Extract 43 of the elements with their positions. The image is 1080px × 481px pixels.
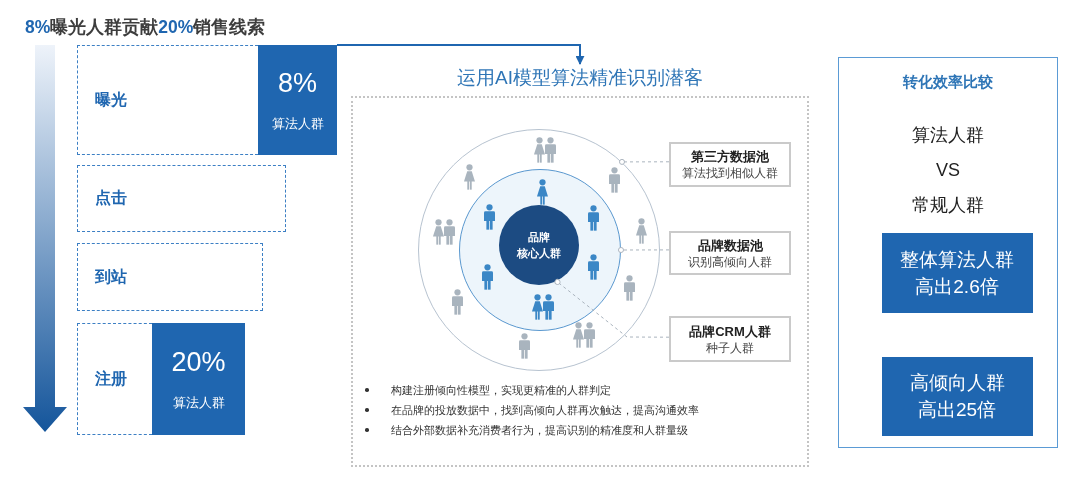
comparison-text: 算法人群 [912,124,984,147]
callout-title: 品牌数据池 [697,236,763,254]
leader-line [554,279,670,338]
stat-box [258,45,337,155]
callout-title: 品牌CRM人群 [689,322,771,340]
stat-value: 8% [278,67,317,98]
result-box [881,232,1033,313]
stat-caption: 算法人群 [271,114,324,133]
arrow [336,44,585,65]
stat-box [152,323,245,435]
bullet-item: 在品牌的投放数据中，找到高倾向人群再次触达，提高沟通效率 [365,400,699,420]
circle-label: 核心人群 [517,246,561,260]
bullet-item: 构建注册倾向性模型，实现更精准的人群判定 [365,380,611,400]
result-text: 整体算法人群高出2.6倍 [899,247,1015,299]
leader-line [619,158,670,165]
bullet-item: 结合外部数据补充消费者行为，提高识别的精准度和人群量级 [365,420,688,440]
stage-label: 注册 [95,368,127,389]
result-text: 高倾向人群高出25倍 [908,371,1006,422]
comparison-panel [838,57,1058,448]
callout-text: 识别高倾向人群 [688,253,772,270]
callout-text: 算法找到相似人群 [682,165,778,181]
callout-title: 第三方数据池 [691,148,769,165]
circle-label: 品牌 [528,230,550,244]
callout-box [669,316,791,362]
panel-title: 转化效率比较 [903,73,993,92]
leader-line [618,247,670,253]
stage-box [77,243,263,311]
panel-title: 运用AI模型算法精准识别潜客 [456,66,704,90]
stage-box [77,165,286,232]
page-title: 8%曝光人群贡献20%销售线索 [25,16,266,39]
callout-text: 种子人群 [706,339,754,356]
stage-box [77,323,152,435]
callout-box [669,231,791,275]
stage-box [77,45,258,155]
stage-label: 曝光 [95,89,127,110]
comparison-text: 常规人群 [912,194,984,217]
callout-box [669,142,791,187]
result-box [881,356,1033,436]
comparison-text: VS [936,159,960,182]
stat-value: 20% [171,346,226,377]
stat-caption: 算法人群 [172,393,225,412]
stage-label: 点击 [95,188,127,208]
stage-label: 到站 [95,266,127,287]
